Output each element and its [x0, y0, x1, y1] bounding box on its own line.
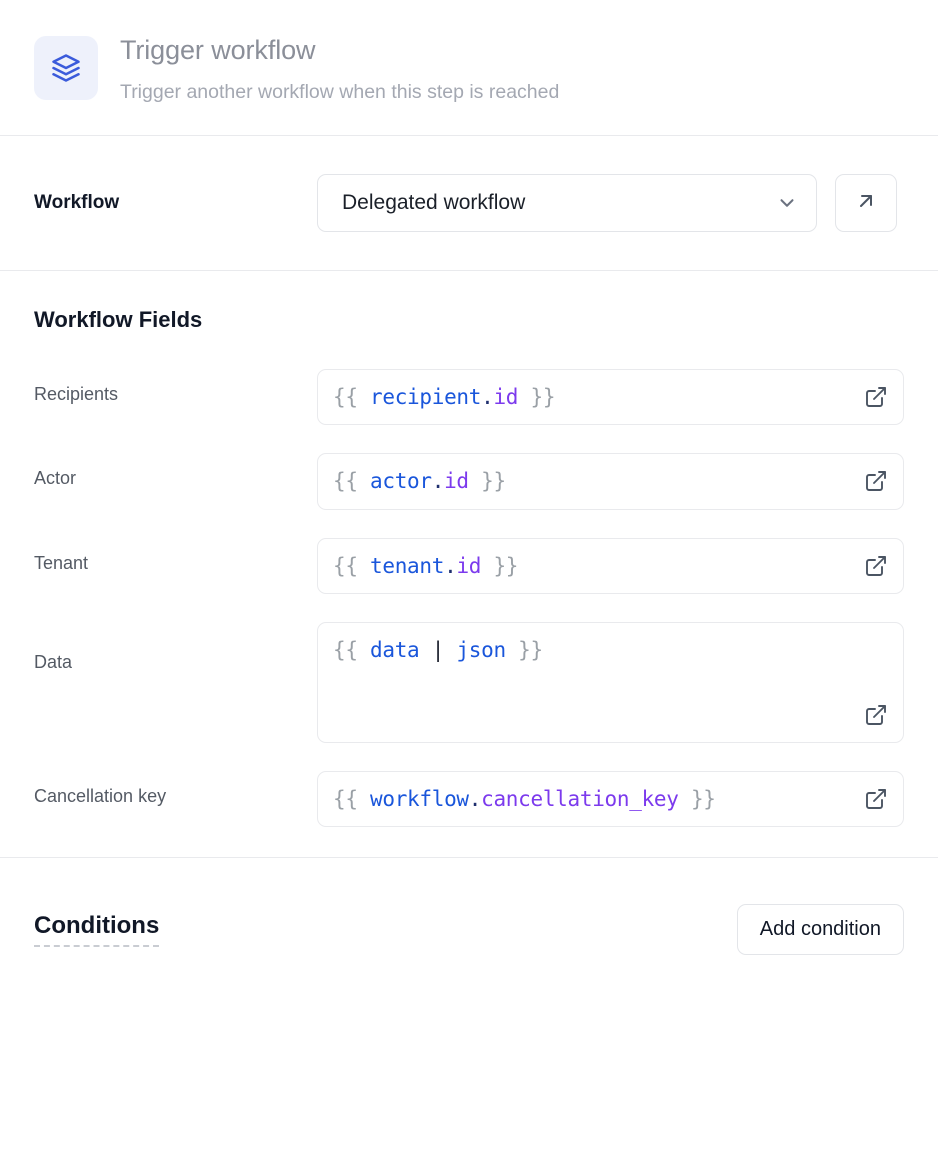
field-row: Tenant {{ tenant.id }} [34, 537, 904, 595]
external-link-icon[interactable] [863, 786, 889, 812]
external-link-icon[interactable] [863, 702, 889, 728]
workflow-fields-heading: Workflow Fields [34, 307, 203, 333]
step-header: Trigger workflow Trigger another workflo… [0, 0, 938, 135]
liquid-template-value: {{ tenant.id }} [333, 553, 519, 578]
page-title: Trigger workflow [120, 35, 316, 65]
conditions-row: Conditions Add condition [0, 858, 938, 956]
divider-workflow [0, 270, 938, 272]
workflow-fields-section: Workflow Fields Recipients {{ recipient.i… [0, 271, 938, 857]
field-label: Data [34, 652, 73, 673]
chevron-down-icon [776, 192, 798, 214]
liquid-template-value: {{ data | json }} [333, 638, 543, 663]
field-label: Cancellation key [34, 786, 167, 807]
liquid-template-input[interactable]: {{ tenant.id }} [317, 537, 904, 595]
field-row: Actor {{ actor.id }} [34, 453, 904, 510]
external-link-icon[interactable] [863, 553, 889, 579]
workflow-select-value: Delegated workflow [342, 191, 526, 215]
workflow-row: Workflow Delegated workflow [0, 136, 938, 270]
field-label: Actor [34, 468, 77, 489]
external-link-icon[interactable] [863, 468, 889, 494]
liquid-template-input[interactable]: {{ data | json }} [317, 622, 904, 744]
open-workflow-button[interactable] [835, 174, 897, 233]
divider-header [0, 135, 938, 137]
workflow-fields-list: Recipients {{ recipient.id }} Actor {{ acto… [34, 369, 904, 828]
liquid-template-input[interactable]: {{ recipient.id }} [317, 369, 904, 426]
layers-icon [34, 36, 98, 100]
liquid-template-input[interactable]: {{ actor.id }} [317, 453, 904, 510]
conditions-title[interactable]: Conditions [34, 912, 160, 948]
workflow-select-wrap: Delegated workflow [317, 174, 817, 233]
step-header-text: Trigger workflow Trigger another workflo… [120, 32, 559, 105]
liquid-template-value: {{ actor.id }} [333, 469, 506, 494]
field-label: Recipients [34, 384, 119, 405]
field-row: Cancellation key {{ workflow.cancellation… [34, 771, 904, 828]
field-row: Data {{ data | json }} [34, 622, 904, 744]
liquid-template-value: {{ workflow.cancellation_key }} [333, 787, 716, 812]
add-condition-button[interactable]: Add condition [736, 904, 904, 956]
liquid-template-input[interactable]: {{ workflow.cancellation_key }} [317, 771, 904, 828]
arrow-up-right-icon [854, 189, 878, 218]
workflow-select[interactable]: Delegated workflow [317, 174, 817, 233]
liquid-template-value: {{ recipient.id }} [333, 385, 556, 410]
external-link-icon[interactable] [863, 384, 889, 410]
page-subtitle: Trigger another workflow when this step … [120, 80, 560, 103]
field-row: Recipients {{ recipient.id }} [34, 369, 904, 426]
divider-fields [0, 857, 938, 859]
workflow-label: Workflow [34, 192, 120, 214]
field-label: Tenant [34, 552, 89, 573]
